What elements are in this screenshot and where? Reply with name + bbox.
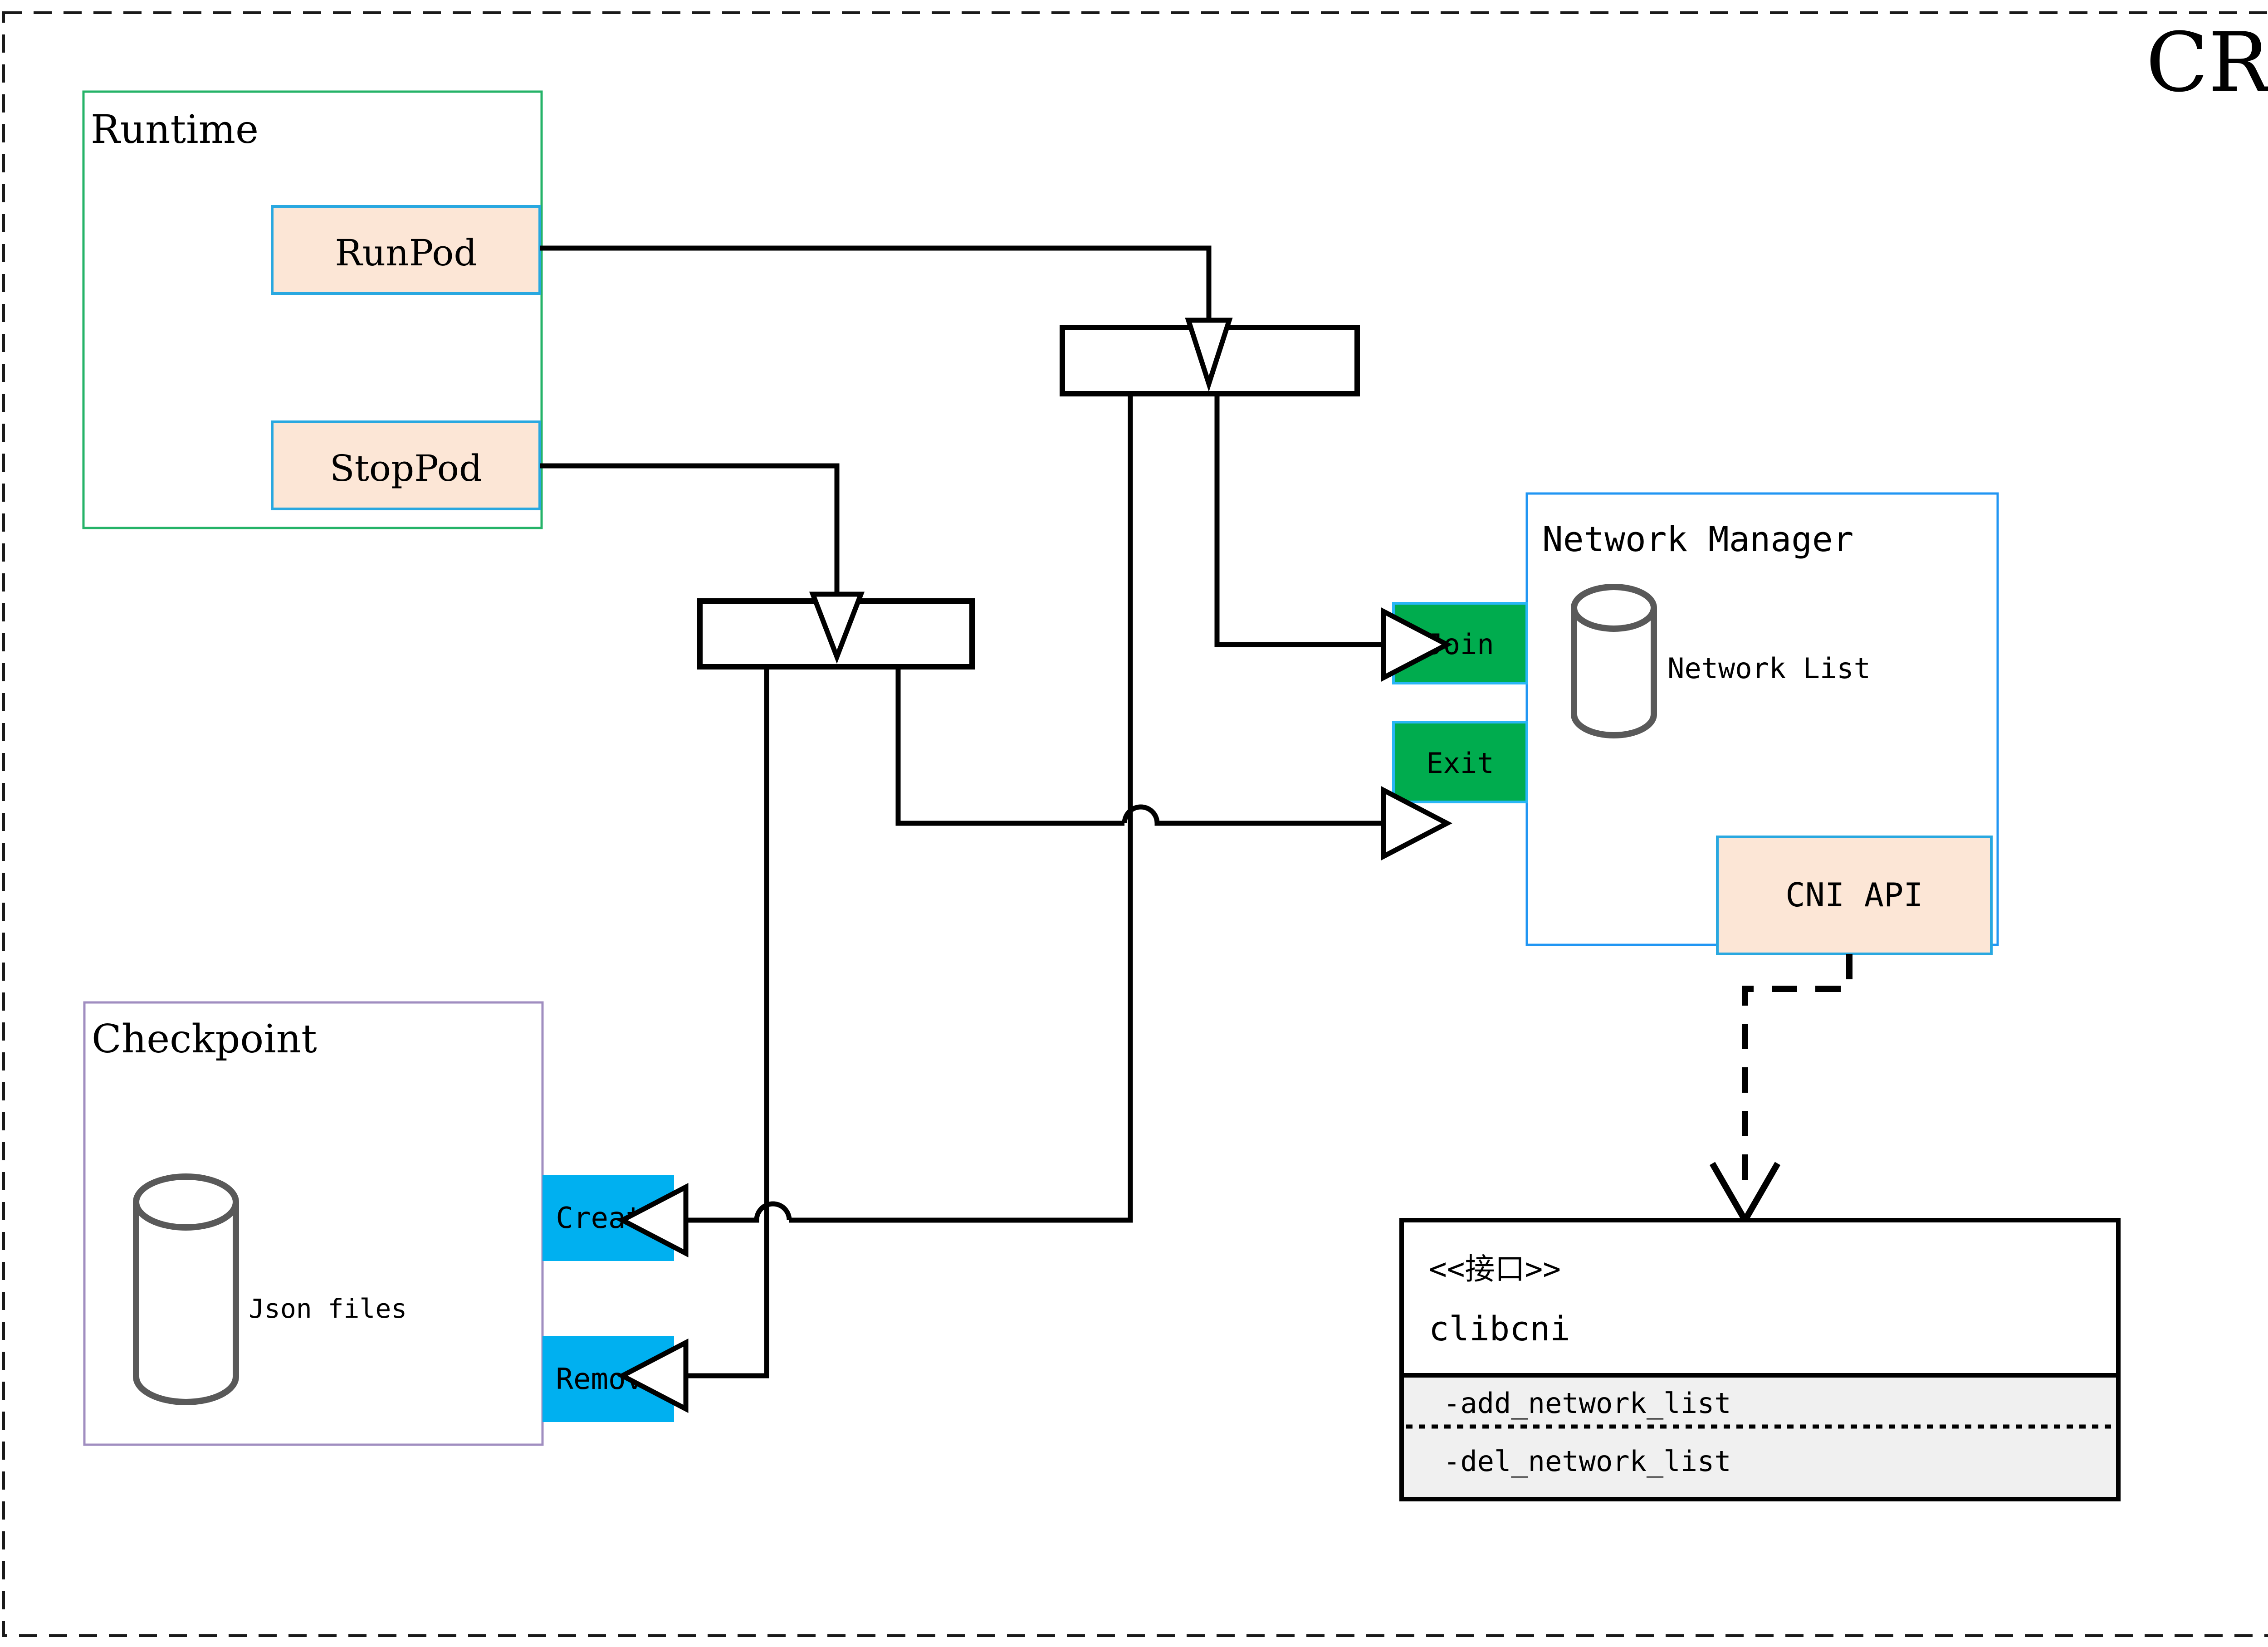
checkpoint-group-label: Checkpoint — [92, 1017, 317, 1062]
arrowhead-exit — [1381, 786, 1452, 861]
runtime-group-label: Runtime — [91, 107, 259, 152]
checkpoint-store-label: Json files — [249, 1293, 407, 1324]
edge-fork-top-to-create — [789, 394, 1133, 1223]
clibcni-method-add: -add_network_list — [1443, 1387, 1731, 1420]
cni-api-box[interactable] — [1716, 836, 1993, 955]
arrowhead-fork-top — [1185, 318, 1233, 392]
page-title: CRI — [2146, 15, 2268, 110]
stoppod-label: StopPod — [330, 447, 482, 489]
network-manager-store-label: Network List — [1667, 652, 1871, 685]
edge-fork-bottom-to-exit-left — [895, 667, 1124, 826]
arrowhead-create — [617, 1183, 689, 1258]
runpod-label: RunPod — [335, 232, 477, 274]
cylinder-icon — [1571, 584, 1657, 738]
exit-box[interactable] — [1392, 721, 1528, 803]
line-hop-exit — [1122, 804, 1383, 826]
edge-cni-api-to-clibcni — [1742, 954, 1853, 1191]
stoppod-box[interactable] — [271, 420, 541, 510]
network-manager-group-label: Network Manager — [1542, 519, 1853, 559]
arrowhead-fork-bottom — [809, 591, 865, 664]
edge-fork-bottom-to-remove — [686, 667, 769, 1378]
outer-dashed-frame — [2, 11, 2268, 1637]
clibcni-stereotype: <<接口>> — [1429, 1251, 1561, 1286]
exit-label: Exit — [1426, 747, 1494, 780]
edge-runpod-to-fork-top — [540, 245, 1212, 320]
line-hop-create — [686, 1201, 792, 1223]
arrowhead-remove — [617, 1338, 689, 1413]
runpod-box[interactable] — [271, 205, 541, 295]
edge-fork-top-to-join — [1214, 394, 1383, 647]
clibcni-name: clibcni — [1429, 1310, 1570, 1349]
cylinder-icon — [133, 1173, 239, 1405]
edge-stoppod-to-fork-bottom — [540, 463, 840, 594]
arrowhead-join — [1381, 607, 1452, 682]
clibcni-methods-compartment — [1404, 1375, 2116, 1497]
clibcni-method-del: -del_network_list — [1443, 1445, 1731, 1478]
cni-api-label: CNI API — [1785, 876, 1923, 914]
